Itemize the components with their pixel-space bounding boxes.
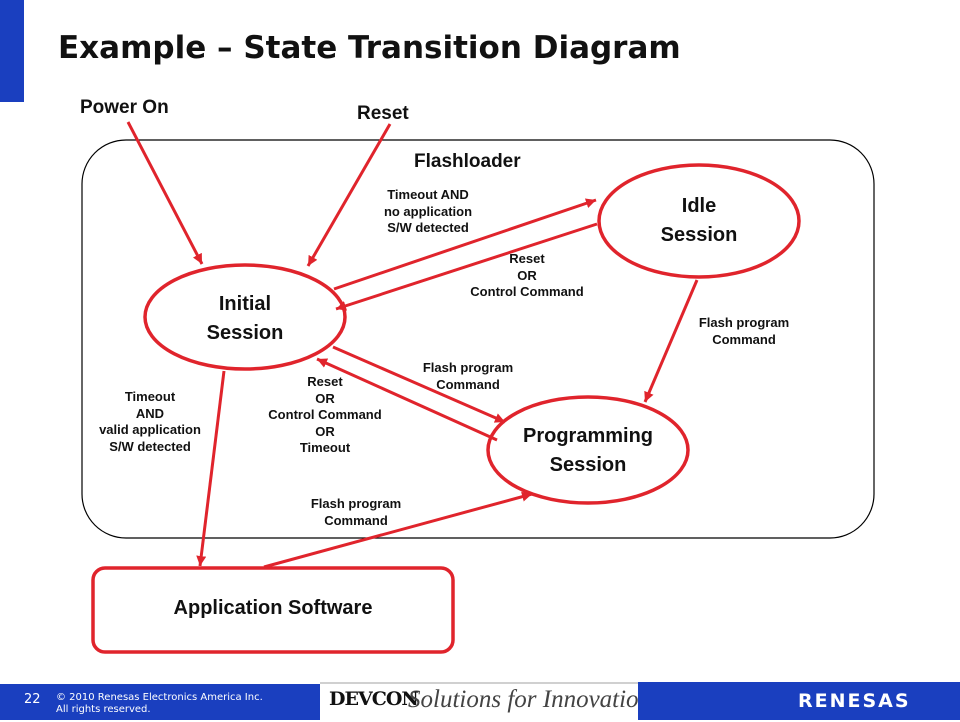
reset-input-label: Reset: [357, 103, 409, 124]
arrow-application-to-programming: [263, 491, 533, 569]
arrow-reset-to-initial: [306, 123, 392, 267]
label-idle-to-initial: Reset OR Control Command: [470, 251, 584, 299]
arrow-power-on-to-initial: [126, 121, 204, 265]
label-initial-to-programming: Flash program Command: [422, 360, 514, 392]
footer-left-band: [0, 684, 320, 720]
renesas-logo: RENESAS: [798, 690, 911, 712]
arrow-programming-to-initial: [316, 357, 498, 442]
arrow-idle-to-programming: [643, 279, 699, 403]
idle-session-node[interactable]: [597, 163, 801, 279]
accent-bar: [0, 0, 24, 102]
initial-session-label: Initial Session: [206, 293, 284, 344]
flashloader-container: [81, 139, 875, 539]
idle-session-label: Idle Session: [660, 195, 738, 246]
application-software-label: Application Software: [173, 597, 373, 619]
label-idle-to-programming: Flash program Command: [698, 315, 790, 347]
tagline-text: Solutions for Innovation: [408, 686, 652, 713]
arrow-initial-to-idle: [333, 198, 597, 291]
flashloader-label: Flashloader: [414, 151, 521, 172]
slide-title: Example – State Transition Diagram: [58, 30, 681, 66]
programming-session-node[interactable]: [486, 395, 690, 505]
arrow-idle-to-initial: [335, 222, 598, 311]
page-number: 22: [24, 692, 41, 707]
copyright-text: © 2010 Renesas Electronics America Inc. …: [56, 692, 263, 715]
label-initial-to-application: Timeout AND valid application S/W detect…: [99, 389, 201, 454]
footer-right-band: [638, 682, 960, 720]
devcon-logo: DEVCON: [329, 688, 419, 710]
arrow-initial-to-application: [196, 370, 226, 567]
label-programming-to-initial: Reset OR Control Command OR Timeout: [268, 374, 382, 455]
arrow-initial-to-programming: [332, 345, 506, 424]
power-on-label: Power On: [80, 97, 169, 118]
label-initial-to-idle: Timeout AND no application S/W detected: [383, 187, 473, 235]
label-application-to-programming: Flash program Command: [310, 496, 402, 528]
programming-session-label: Programming Session: [522, 425, 654, 476]
initial-session-node[interactable]: [143, 263, 347, 371]
application-software-node[interactable]: [91, 566, 455, 654]
footer-center-band: [320, 682, 638, 722]
